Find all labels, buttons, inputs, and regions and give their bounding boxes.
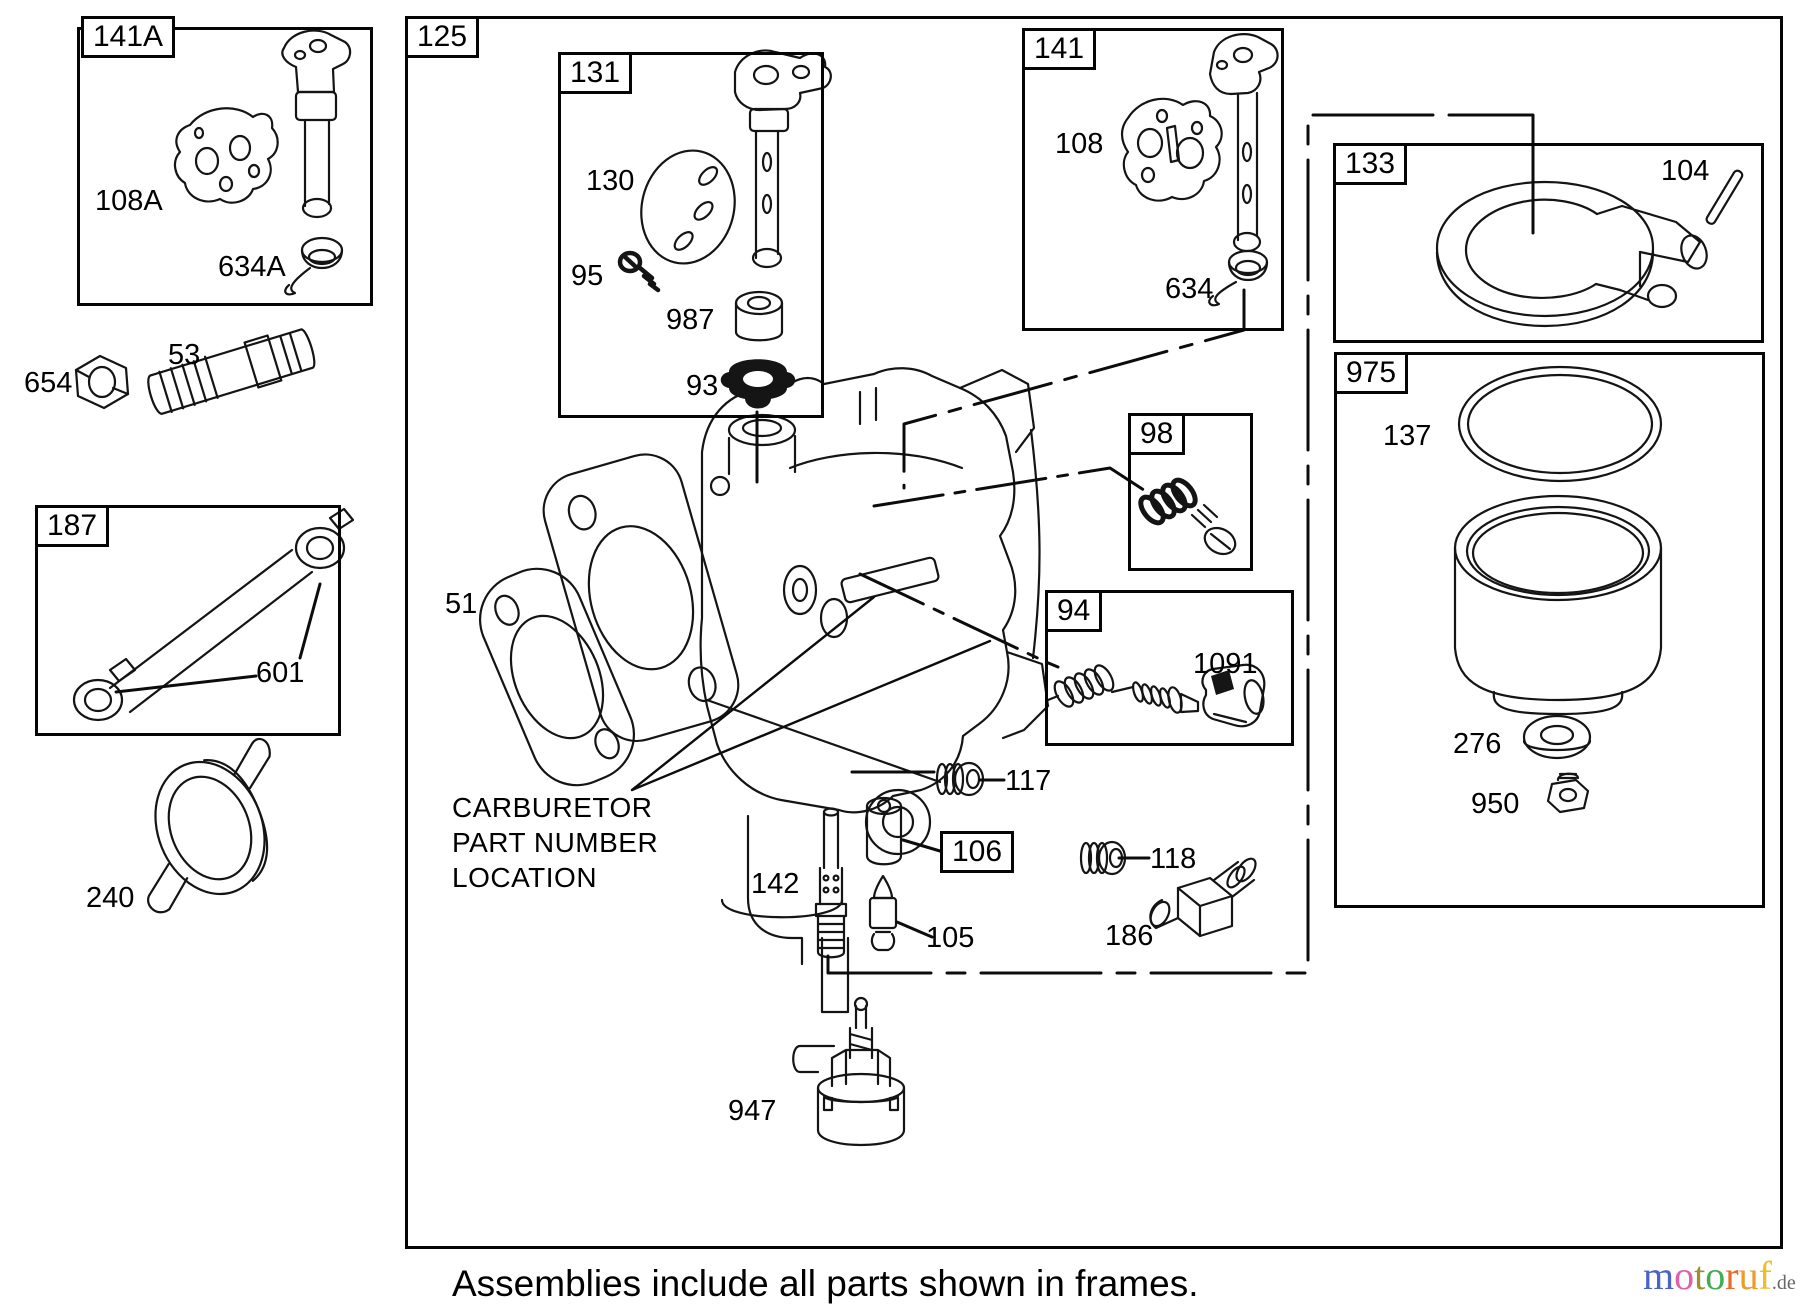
frame-141	[1022, 28, 1284, 331]
part-label-142: 142	[751, 868, 800, 900]
carburetor-gasket-51-drawing	[466, 555, 648, 800]
elbow-fitting-186-drawing	[1147, 855, 1259, 936]
note-location: LOCATION	[452, 862, 598, 893]
footer-caption: Assemblies include all parts shown in fr…	[452, 1263, 1199, 1304]
frame-131	[558, 52, 824, 418]
logo-letter: u	[1738, 1253, 1759, 1298]
logo-letter: o	[1674, 1253, 1695, 1298]
fuel-solenoid-947-drawing	[793, 998, 904, 1145]
frame-label-975: 975	[1334, 352, 1409, 394]
part-label-947: 947	[728, 1095, 777, 1127]
nut-654-drawing	[76, 356, 128, 408]
logo-word: motoruf	[1643, 1253, 1772, 1298]
frame-label-131: 131	[558, 52, 633, 94]
frame-133	[1333, 143, 1764, 343]
part-label-601: 601	[256, 657, 305, 689]
part-label-108: 108	[1055, 128, 1104, 160]
logo-letter: t	[1694, 1253, 1706, 1298]
mixture-needle-94-drawing	[1112, 681, 1198, 714]
screw-95-drawing	[620, 253, 658, 290]
frame-94	[1045, 590, 1294, 746]
logo-letter: o	[1705, 1253, 1726, 1298]
bowl-gasket-137-drawing	[1459, 367, 1661, 481]
logo-letter: r	[1725, 1253, 1739, 1298]
part-label-95: 95	[571, 260, 604, 292]
frame-125	[405, 16, 1783, 1249]
idle-screw-98-drawing	[1192, 505, 1240, 559]
throttle-plate-108-drawing	[1122, 99, 1222, 201]
choke-lever-131-drawing	[735, 51, 831, 267]
frame-98	[1128, 413, 1253, 571]
part-label-634A: 634A	[218, 251, 286, 283]
part-label-108A: 108A	[95, 185, 163, 217]
part-label-93: 93	[686, 370, 719, 402]
solenoid-1091-drawing	[1202, 665, 1266, 726]
bushing-987-drawing	[736, 292, 782, 340]
jet-cup-106-drawing	[867, 798, 901, 864]
part-label-1091: 1091	[1193, 648, 1258, 680]
part-label-240: 240	[86, 882, 135, 914]
fuel-hose-601-drawing	[74, 509, 353, 720]
part-label-51: 51	[445, 588, 478, 620]
note-part-number: PART NUMBER	[452, 827, 659, 858]
part-label-186: 186	[1105, 920, 1154, 952]
fuel-filter-240-drawing	[106, 733, 315, 923]
part-label-654: 654	[24, 367, 73, 399]
frame-label-98: 98	[1128, 413, 1186, 455]
frame-label-187: 187	[35, 505, 110, 547]
float-133-drawing	[1437, 182, 1711, 326]
choke-disc-130-drawing	[630, 141, 747, 274]
float-bowl-drawing	[1455, 496, 1661, 714]
frame-141A	[77, 27, 373, 306]
logo-letter: f	[1758, 1253, 1772, 1298]
part-label-53: 53	[168, 339, 201, 371]
part-label-950: 950	[1471, 788, 1520, 820]
needle-valve-105-drawing	[870, 876, 896, 950]
part-label-104: 104	[1661, 155, 1710, 187]
frame-label-106: 106	[940, 831, 1015, 873]
part-label-276: 276	[1453, 728, 1502, 760]
note-carburetor: CARBURETOR	[452, 792, 653, 823]
choke-lever-141A-drawing	[282, 31, 350, 217]
choke-spring-634-drawing	[1209, 251, 1267, 305]
idle-spring-98-drawing	[1136, 476, 1199, 526]
logo-letter: m	[1643, 1253, 1675, 1298]
part-label-634: 634	[1165, 273, 1214, 305]
part-label-118: 118	[1150, 843, 1197, 875]
motoruf-logo[interactable]: motoruf.de	[1643, 1256, 1796, 1303]
choke-plate-93-drawing	[720, 359, 796, 409]
frame-label-141A: 141A	[81, 16, 176, 58]
part-label-137: 137	[1383, 420, 1432, 452]
logo-suffix: .de	[1771, 1272, 1796, 1294]
float-pin-104-drawing	[1705, 169, 1744, 225]
throttle-plate-108A-drawing	[175, 108, 278, 202]
leader-lines	[116, 115, 1533, 973]
frame-label-94: 94	[1045, 590, 1103, 632]
frame-187	[35, 505, 341, 736]
frame-label-141: 141	[1022, 28, 1097, 70]
main-jet-tube-142-drawing	[816, 809, 846, 958]
frame-975	[1334, 352, 1765, 908]
part-label-105: 105	[926, 922, 975, 954]
bowl-washer-276-drawing	[1524, 716, 1590, 758]
frame-label-133: 133	[1333, 143, 1408, 185]
bowl-nut-950-drawing	[1548, 774, 1588, 812]
frame-label-125: 125	[405, 16, 480, 58]
part-label-117: 117	[1005, 765, 1052, 797]
bolt-53-drawing	[144, 324, 318, 418]
choke-spring-634A-drawing	[285, 238, 342, 294]
mixture-spring-94-drawing	[1048, 662, 1117, 709]
part-label-987: 987	[666, 304, 715, 336]
part-label-130: 130	[586, 165, 635, 197]
